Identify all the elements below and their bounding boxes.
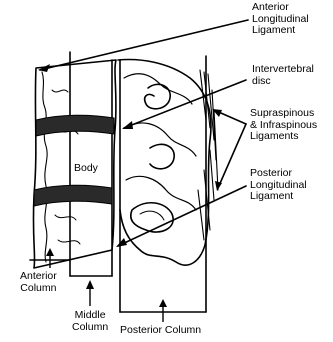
disc-band-lower — [34, 185, 112, 206]
posterior-ligament-leader — [118, 186, 246, 246]
posterior-longitudinal-ligament-label: Posterior Longitudinal Ligament — [250, 168, 307, 203]
anterior-ligament-leader — [40, 20, 248, 70]
middle-column-label: Middle Column — [72, 310, 108, 333]
intervertebral-disc-label: Intervertebral disc — [252, 64, 314, 87]
anterior-edge-texture — [42, 72, 47, 262]
posterior-column-label: Posterior Column — [120, 325, 201, 337]
posterior-ligament-arrowhead — [116, 238, 127, 247]
anterior-longitudinal-ligament-label: Anterior Longitudinal Ligament — [252, 2, 309, 37]
lower-process — [131, 203, 173, 232]
supraspinous-leader-2 — [218, 124, 246, 188]
intervertebral-disc-leader — [124, 80, 246, 128]
supraspinous-infraspinous-ligaments-label: Supraspinous & Infraspinous Ligaments — [250, 108, 317, 143]
anterior-column-label: Anterior Column — [20, 271, 57, 294]
disc-arrowhead — [122, 121, 133, 129]
body-label: Body — [74, 163, 98, 175]
upper-process — [145, 84, 170, 108]
posterior-elements-outline — [118, 60, 211, 266]
disc-band-upper — [36, 115, 114, 136]
middle-process — [150, 144, 174, 168]
